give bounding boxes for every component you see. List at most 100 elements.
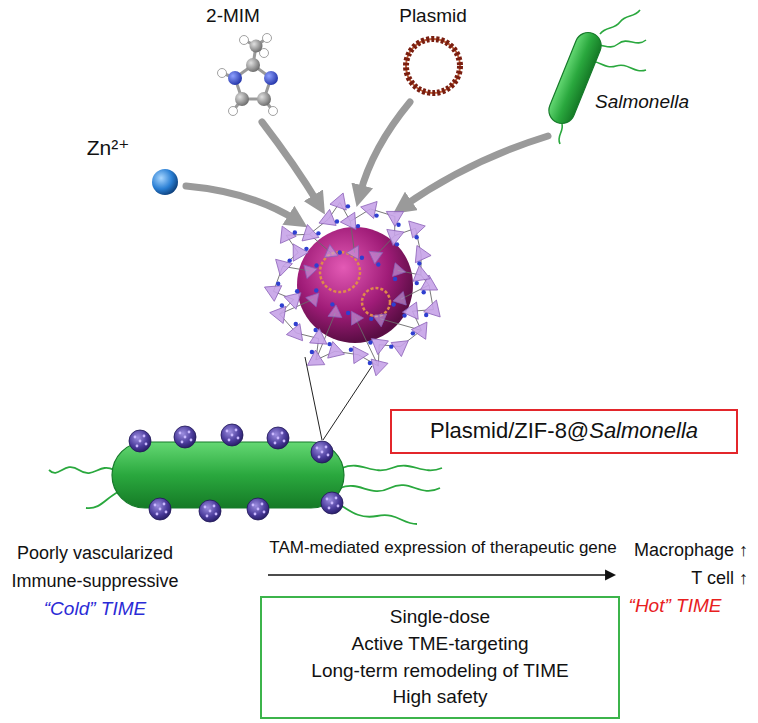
carbon-atom <box>257 92 271 106</box>
hydrogen-atom <box>269 107 278 116</box>
hydrogen-atom <box>229 107 238 116</box>
nitrogen-atom <box>228 71 242 85</box>
lattice-zinc-node <box>356 224 360 228</box>
flagellum <box>340 485 440 491</box>
particle-core <box>174 426 196 448</box>
lattice-zinc-node <box>313 328 317 332</box>
lattice-tetrahedron <box>306 293 319 307</box>
particle-dot <box>165 511 168 514</box>
lattice-tetrahedron <box>310 329 327 345</box>
zif8-small-particle <box>129 430 151 452</box>
flagellum <box>86 492 118 508</box>
zif8-small-particle <box>174 426 196 448</box>
lattice-tetrahedron <box>413 265 430 281</box>
assembly-arrow <box>404 136 548 206</box>
particle-dot <box>139 440 142 443</box>
particle-dot <box>231 434 234 437</box>
particle-dot <box>226 430 229 433</box>
particle-core <box>311 441 333 463</box>
state-title: “Hot” TIME <box>629 595 722 617</box>
particle-core <box>247 498 269 520</box>
box-text: Active TME-targeting <box>351 631 528 658</box>
state-title: “Cold” TIME <box>44 598 146 620</box>
lattice-zinc-node <box>396 222 400 226</box>
zif8-small-particle <box>247 498 269 520</box>
lattice-zinc-node <box>424 313 428 317</box>
assembly-arrow <box>262 122 318 203</box>
lattice-zinc-node <box>368 361 372 365</box>
lattice-tetrahedron <box>353 346 368 363</box>
lattice-tetrahedron <box>371 339 388 355</box>
lattice-zinc-node <box>335 219 339 223</box>
lattice-zinc-node <box>417 261 421 265</box>
lattice-zinc-node <box>360 256 364 260</box>
lattice-zinc-node <box>389 344 393 348</box>
particle-dot <box>206 515 209 518</box>
particle-dot <box>254 513 257 516</box>
zif8-lattice <box>264 193 440 376</box>
zif8-small-particle <box>221 424 243 446</box>
lattice-zinc-node <box>316 231 320 235</box>
box-text: Long-term remodeling of TIME <box>311 658 568 685</box>
particle-core <box>221 424 243 446</box>
lattice-tetrahedron <box>328 305 342 318</box>
carbon-atom <box>235 92 249 106</box>
particle-core <box>199 500 221 522</box>
lattice-zinc-node <box>346 204 350 208</box>
particle-dot <box>283 440 286 443</box>
carbon-atom <box>235 40 271 107</box>
effect-text: Macrophage ↑ <box>634 540 748 561</box>
lattice-tetrahedron <box>330 193 346 210</box>
salmonella-carrier <box>112 442 344 508</box>
particle-dot <box>136 445 139 448</box>
flagellum <box>332 500 417 524</box>
zif8-small-particle <box>149 498 171 520</box>
lattice-tetrahedron <box>293 244 308 261</box>
particle-dot <box>327 454 330 457</box>
lattice-zinc-node <box>295 289 299 293</box>
particle-dot <box>134 436 137 439</box>
particle-dot <box>281 432 284 435</box>
ion-label: Zn²⁺ <box>87 136 130 160</box>
salmonella-carrier <box>49 424 442 524</box>
particle-dot <box>213 505 216 508</box>
lattice-zinc-node <box>293 230 297 234</box>
box-text: High safety <box>392 684 487 711</box>
particle-dot <box>337 505 340 508</box>
lattice-tetrahedron <box>415 245 431 262</box>
lattice-zinc-node <box>338 250 342 254</box>
particle-dot <box>252 504 255 507</box>
zif8-particle <box>362 288 390 316</box>
lattice-zinc-node <box>369 317 373 321</box>
feature-box: Single-doseActive TME-targetingLong-term… <box>260 596 620 719</box>
hydrogen-atom <box>263 34 272 43</box>
lattice-tetrahedron <box>340 212 356 229</box>
zif8-particle <box>297 227 413 343</box>
zoom-line <box>305 357 322 440</box>
zoom-line <box>323 366 372 440</box>
lattice-zinc-node <box>395 242 399 246</box>
particle-dot <box>184 436 187 439</box>
assembly-arrow <box>360 102 410 194</box>
effect-text: T cell ↑ <box>691 568 748 589</box>
lattice-tetrahedron <box>284 293 301 310</box>
particle-dot <box>318 456 321 459</box>
box-text: Single-dose <box>390 604 490 631</box>
particle-dot <box>209 510 212 513</box>
particle-dot <box>190 439 193 442</box>
lattice-zinc-node <box>330 302 334 306</box>
state-text: Immune-suppressive <box>11 571 178 592</box>
lattice-tetrahedron <box>369 251 383 264</box>
particle-dot <box>228 439 231 442</box>
lattice-zinc-node <box>414 235 418 239</box>
lattice-zinc-node <box>391 302 395 306</box>
lattice-tetrahedron <box>264 286 281 302</box>
particle-dot <box>257 508 260 511</box>
lattice-tetrahedron <box>391 341 408 357</box>
state-text: Poorly vascularized <box>17 543 173 564</box>
zif8-small-particle <box>267 427 289 449</box>
nitrogen-atom <box>264 71 278 85</box>
particle-core <box>267 427 289 449</box>
lattice-tetrahedron <box>307 350 324 365</box>
